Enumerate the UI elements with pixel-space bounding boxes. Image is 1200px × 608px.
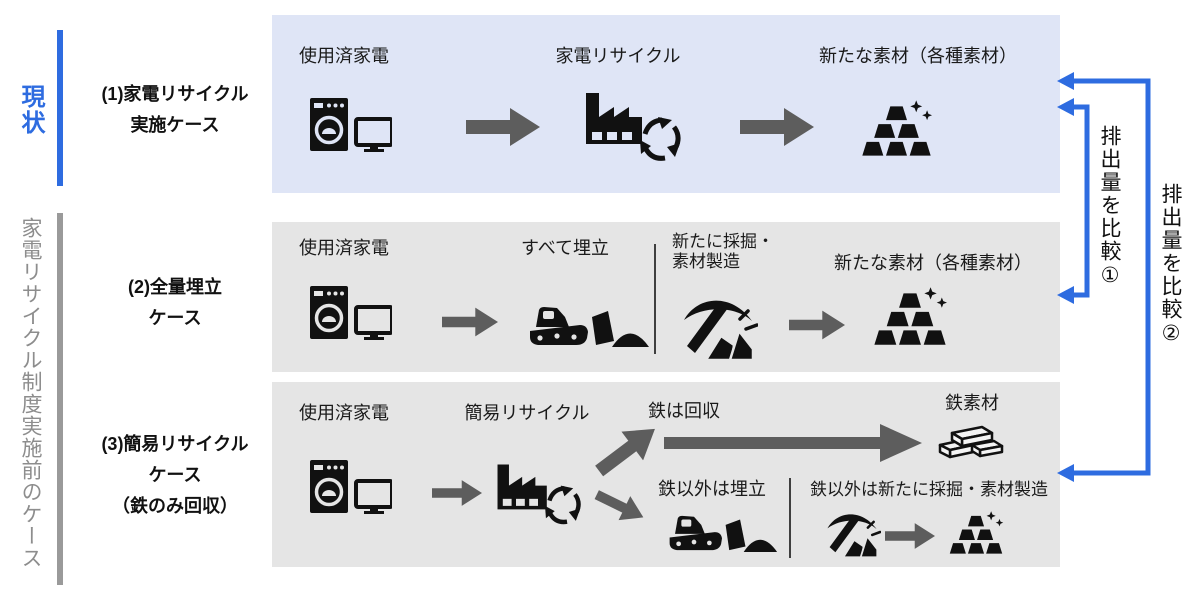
before-system-label: 家電リサイクル制度実施前のケース: [19, 217, 42, 569]
ingots-icon: [860, 100, 933, 160]
ingots-icon: [948, 510, 1004, 558]
case2-title: (2)全量埋立 ケース: [75, 272, 275, 334]
current-state-label: 現状: [17, 84, 44, 136]
pickaxe-icon: [823, 506, 881, 558]
used-appliances-label: 使用済家電: [299, 403, 389, 423]
washer-tv-icon: [310, 98, 392, 154]
factory-recycle-icon: [582, 89, 682, 164]
case2-title-line2: ケース: [148, 308, 202, 328]
comparison-brackets: [1057, 72, 1151, 482]
appliance-recycle-label: 家電リサイクル: [555, 46, 681, 66]
case3-title: (3)簡易リサイクル ケース （鉄のみ回収）: [75, 429, 275, 522]
flow-arrow-icon: [442, 305, 498, 339]
case1-title-line1: (1)家電リサイクル: [101, 84, 249, 104]
long-flow-arrow-icon: [664, 424, 922, 462]
flow-arrow-icon: [885, 522, 935, 550]
washer-tv-icon: [310, 460, 392, 516]
iron-recovered-label: 鉄は回収: [648, 401, 720, 421]
washer-tv-icon: [310, 286, 392, 342]
flow-arrow-icon: [740, 108, 814, 146]
case3-title-line2: ケース: [148, 465, 202, 485]
simple-recycle-label: 簡易リサイクル: [464, 403, 590, 423]
steel-bars-icon: [938, 421, 1004, 459]
factory-recycle-icon: [494, 461, 582, 527]
used-appliances-label: 使用済家電: [299, 46, 389, 66]
flow-arrow-icon: [466, 108, 540, 146]
case3-title-line1: (3)簡易リサイクル: [101, 434, 249, 454]
fork-down-arrow-icon: [590, 482, 649, 530]
case2-title-line1: (2)全量埋立: [128, 277, 222, 297]
fork-up-arrow-icon: [588, 415, 666, 486]
compare-emissions-2-label: 排出量を比較②: [1159, 183, 1182, 347]
new-mining-label-line1: 新たに採掘・: [672, 232, 774, 251]
compare-emissions-1-label: 排出量を比較①: [1098, 125, 1121, 289]
flow-arrow-icon: [789, 308, 845, 342]
ingots-icon: [872, 286, 948, 350]
noniron-mining-label: 鉄以外は新たに採掘・素材製造: [810, 480, 1048, 499]
case1-title: (1)家電リサイクル 実施ケース: [75, 79, 275, 141]
bulldozer-icon: [526, 304, 650, 348]
panel-case2: 使用済家電 すべて埋立 新たに採掘・ 素材製造 新たな素材（各種素材）: [272, 222, 1060, 372]
divider-line: [789, 478, 791, 558]
panel-case3: 使用済家電 簡易リサイクル 鉄は回収 鉄素材 鉄以外は埋立 鉄以外は新たに採掘・…: [272, 382, 1060, 567]
before-system-bar: [57, 213, 63, 585]
new-materials-label: 新たな素材（各種素材）: [834, 253, 1032, 273]
case1-title-line2: 実施ケース: [130, 115, 220, 135]
pickaxe-icon: [678, 288, 758, 362]
noniron-landfill-label: 鉄以外は埋立: [658, 479, 766, 499]
new-mining-label-line2: 素材製造: [672, 252, 740, 271]
bulldozer-icon: [666, 512, 778, 554]
used-appliances-label: 使用済家電: [299, 238, 389, 258]
panel-case1: 使用済家電 家電リサイクル 新たな素材（各種素材）: [272, 15, 1060, 193]
new-mining-label: 新たに採掘・ 素材製造: [672, 232, 774, 272]
all-landfill-label: すべて埋立: [520, 238, 610, 258]
case3-title-line3: （鉄のみ回収）: [112, 496, 238, 516]
new-materials-label: 新たな素材（各種素材）: [819, 46, 1017, 66]
flow-arrow-icon: [432, 476, 482, 510]
divider-line: [654, 244, 656, 354]
iron-material-label: 鉄素材: [945, 393, 999, 413]
current-state-bar: [57, 30, 63, 186]
